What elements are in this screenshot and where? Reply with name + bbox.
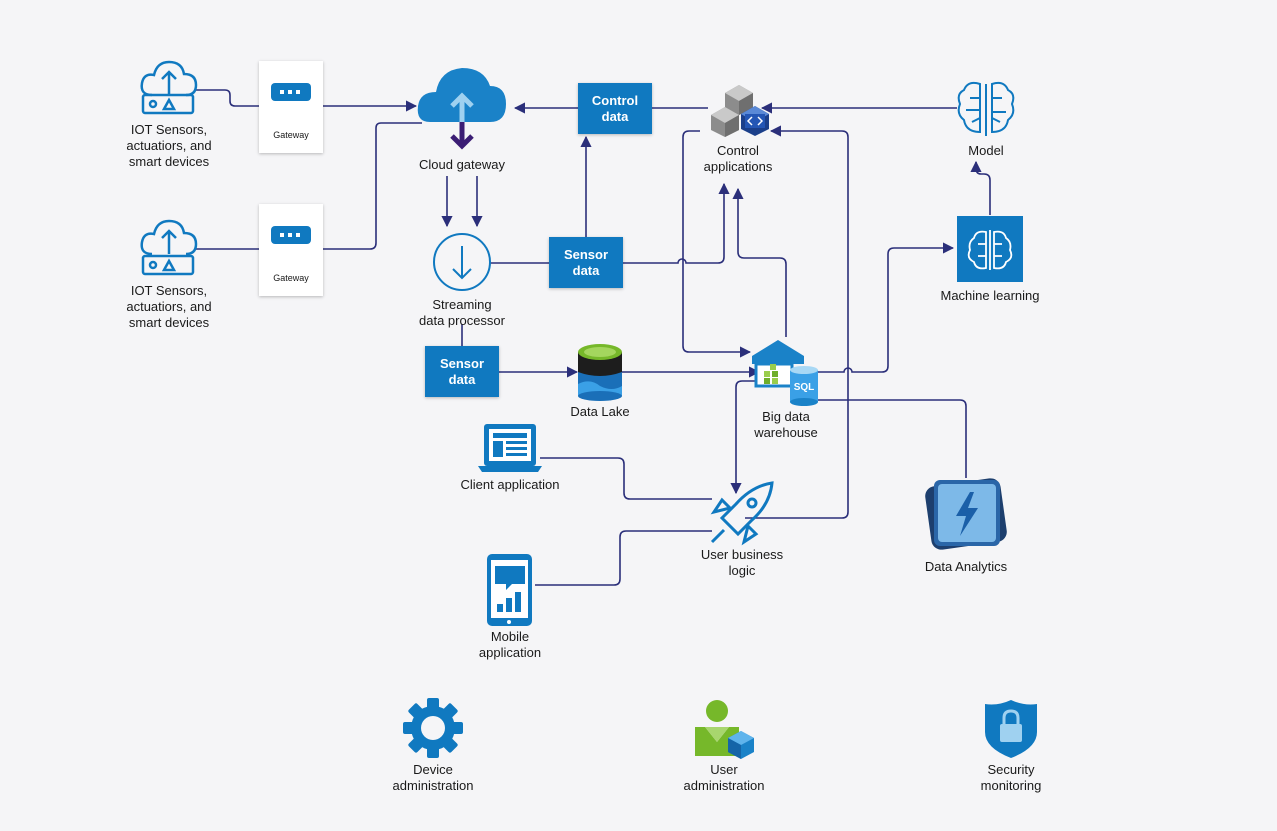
machine-learning-label: Machine learning (940, 288, 1040, 303)
warehouse-icon (752, 340, 804, 388)
router-icon (271, 226, 311, 244)
sensor-data-line2: data (448, 371, 476, 387)
sensor-data-box: Sensor data (425, 346, 499, 397)
gateway-device: Gateway (259, 61, 323, 153)
sensor-data-line1: Sensor (563, 246, 609, 262)
brain-circuit-icon (957, 81, 1015, 136)
cubes-icon (711, 85, 769, 137)
machine-learning-icon (957, 216, 1023, 282)
cloud-upload-icon (140, 60, 198, 115)
control-data-line1: Control (591, 92, 639, 108)
database-icon (578, 344, 622, 401)
gateway-label: Gateway (273, 273, 309, 283)
cloud-gateway-label: Cloud gateway (419, 157, 505, 172)
router-icon (271, 83, 311, 101)
gateway-label: Gateway (273, 130, 309, 140)
stream-arrow-icon (433, 233, 491, 291)
cloud-icon (417, 68, 506, 150)
control-data-line2: data (601, 108, 629, 124)
sql-database-icon: SQL (790, 366, 818, 406)
gear-icon (403, 698, 463, 758)
client-application-label: Client application (460, 477, 560, 492)
control-data-box: Control data (578, 83, 652, 134)
shield-lock-icon (985, 700, 1037, 758)
sql-label: SQL (794, 382, 815, 393)
sensor-data-line2: data (572, 262, 600, 278)
data-analytics-label: Data Analytics (924, 559, 1008, 574)
data-lake-label: Data Lake (570, 404, 630, 419)
connectors (196, 89, 991, 586)
gateway-device: Gateway (259, 204, 323, 296)
phone-icon (487, 554, 532, 626)
sensor-data-box: Sensor data (549, 237, 623, 288)
rocket-icon (710, 481, 774, 546)
lightning-icon (925, 478, 1007, 550)
user-icon (695, 700, 754, 759)
model-label: Model (968, 143, 1004, 158)
cloud-upload-icon (140, 219, 198, 276)
laptop-icon (478, 424, 542, 472)
sensor-data-line1: Sensor (439, 355, 485, 371)
